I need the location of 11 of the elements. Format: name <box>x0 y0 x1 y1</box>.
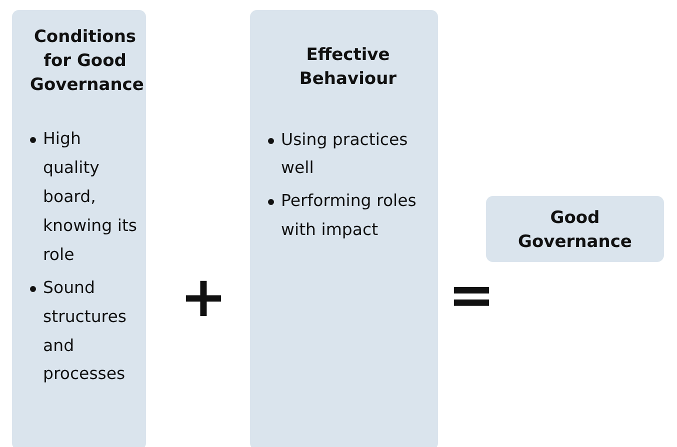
heading: Good Governance <box>517 207 633 254</box>
card-box <box>12 10 146 447</box>
card-box <box>486 196 664 262</box>
bullet-item: High quality board, knowing its role <box>30 125 140 270</box>
bullet-item: Performing roles with impact <box>268 187 428 246</box>
operator-sign: + <box>180 270 227 326</box>
bullet-item: Sound structures and processes <box>30 274 140 390</box>
operator-sign: = <box>448 268 495 324</box>
bullet-item: Using practices well <box>268 126 428 184</box>
heading: Effective Behaviour <box>298 44 398 91</box>
card-box <box>250 10 438 447</box>
